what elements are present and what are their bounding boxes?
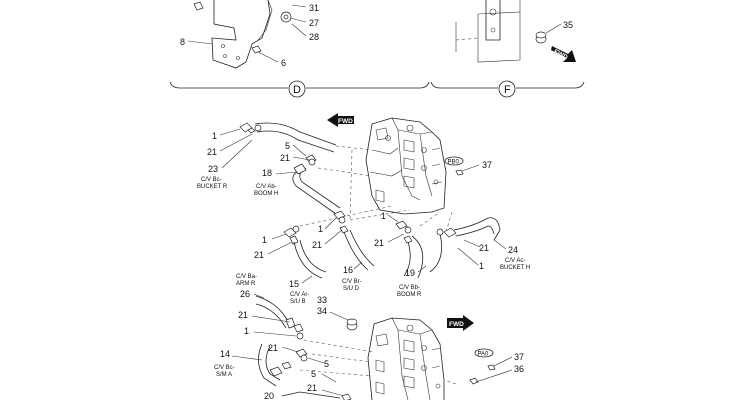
label-21-e: 21 xyxy=(374,238,384,248)
label-1-c: 1 xyxy=(318,224,323,234)
caption-bucket-r-2: BUCKET R xyxy=(197,184,228,190)
control-valve-lower xyxy=(367,317,445,400)
label-24: 24 xyxy=(508,245,518,255)
port-pb0-tag: PB0 xyxy=(444,156,464,166)
label-18: 18 xyxy=(262,168,272,178)
fwd-arrow-lower: FWD xyxy=(447,315,474,331)
caption-arm-r-2: ARM R xyxy=(236,281,256,287)
label-19: 19 xyxy=(405,268,415,278)
section-d-marker xyxy=(288,80,306,98)
caption-s-m-a-1: C/V Bc- xyxy=(214,365,235,371)
label-21-f: 21 xyxy=(479,243,489,253)
hose-20 xyxy=(281,391,341,399)
label-21-b: 21 xyxy=(280,153,290,163)
caption-boom-r-1: C/V Bb- xyxy=(399,285,420,291)
section-d-label: D xyxy=(293,84,301,96)
caption-s-u-d-2: S/U D xyxy=(343,286,360,292)
fitting-36-37-lower xyxy=(469,364,496,385)
label-21-a: 21 xyxy=(207,147,217,157)
caption-bucket-h-1: C/V Ac- xyxy=(505,258,525,264)
port-pa0-tag: PA0 xyxy=(474,348,494,358)
label-1-b: 1 xyxy=(262,235,267,245)
section-bracket-d-right xyxy=(306,81,430,89)
label-6: 6 xyxy=(281,58,286,68)
label-31: 31 xyxy=(309,3,319,13)
caption-arm-r-1: C/V Ba- xyxy=(236,274,257,280)
caption-bucket-h-2: BUCKET H xyxy=(500,265,530,271)
caption-s-u-b-1: C/V Ar- xyxy=(290,292,309,298)
label-26: 26 xyxy=(240,289,250,299)
label-34: 34 xyxy=(317,306,327,316)
caption-s-m-a-2: S/M A xyxy=(216,372,232,378)
plug-35 xyxy=(535,31,547,44)
label-36: 36 xyxy=(514,364,524,374)
label-5-a: 5 xyxy=(285,141,290,151)
port-pa0-label: PA0 xyxy=(478,352,490,358)
hose-24-bucket-h xyxy=(436,217,501,241)
port-pb0-label: PB0 xyxy=(448,160,460,166)
label-14: 14 xyxy=(220,349,230,359)
label-33: 33 xyxy=(317,295,327,305)
fwd-arrow-top: FWD xyxy=(551,46,576,62)
valve-block-f xyxy=(455,0,521,63)
caption-boom-h-2: BOOM H xyxy=(254,191,278,197)
hose-26-arm-r xyxy=(255,295,304,340)
fwd-arrow-middle: FWD xyxy=(327,113,354,127)
section-f-label: F xyxy=(504,84,511,96)
label-27: 27 xyxy=(309,18,319,28)
fwd-label-middle: FWD xyxy=(338,118,353,125)
label-16: 16 xyxy=(343,265,353,275)
fwd-label-lower: FWD xyxy=(449,321,464,328)
caption-s-u-b-2: S/U B xyxy=(290,299,306,305)
label-1-f: 1 xyxy=(244,326,249,336)
control-valve-upper xyxy=(365,117,447,215)
label-8: 8 xyxy=(180,37,185,47)
assembly-leader-lines-upper xyxy=(299,145,453,233)
label-21-h: 21 xyxy=(268,343,278,353)
bracket-assembly-d xyxy=(193,0,292,69)
caption-bucket-r-1: C/V Bc- xyxy=(201,177,222,183)
label-37-upper: 37 xyxy=(482,160,492,170)
label-21-i: 21 xyxy=(307,383,317,393)
label-15: 15 xyxy=(289,279,299,289)
label-21-g: 21 xyxy=(238,310,248,320)
label-1-a: 1 xyxy=(212,131,217,141)
label-28: 28 xyxy=(309,32,319,42)
label-35: 35 xyxy=(563,20,573,30)
caption-boom-r-2: BOOM R xyxy=(397,292,422,298)
caption-boom-h-1: C/V Ab- xyxy=(256,184,277,190)
section-f-marker xyxy=(498,80,516,98)
fitting-37-upper xyxy=(455,169,464,176)
hose-23-bucket-r xyxy=(239,122,337,153)
plug-33-34 xyxy=(346,318,358,331)
hose-19-boom-r xyxy=(395,220,443,279)
label-5-b: 5 xyxy=(324,359,329,369)
label-23: 23 xyxy=(208,164,218,174)
label-21-d: 21 xyxy=(312,240,322,250)
section-bracket-f-left xyxy=(430,81,498,89)
label-5-c: 5 xyxy=(311,369,316,379)
caption-s-u-d-1: C/V Br- xyxy=(342,279,362,285)
hose-18-boom-h xyxy=(292,154,341,215)
label-20: 20 xyxy=(264,391,274,400)
hose-16-s-u-d xyxy=(333,210,375,271)
label-37-lower: 37 xyxy=(514,352,524,362)
hose-14-s-m-a xyxy=(258,343,308,387)
section-bracket-d-left xyxy=(169,81,288,89)
label-1-e: 1 xyxy=(479,261,484,271)
fitting-bottom xyxy=(341,393,352,400)
section-bracket-f-right xyxy=(516,81,585,89)
label-21-c: 21 xyxy=(254,250,264,260)
label-1-d: 1 xyxy=(381,211,386,221)
